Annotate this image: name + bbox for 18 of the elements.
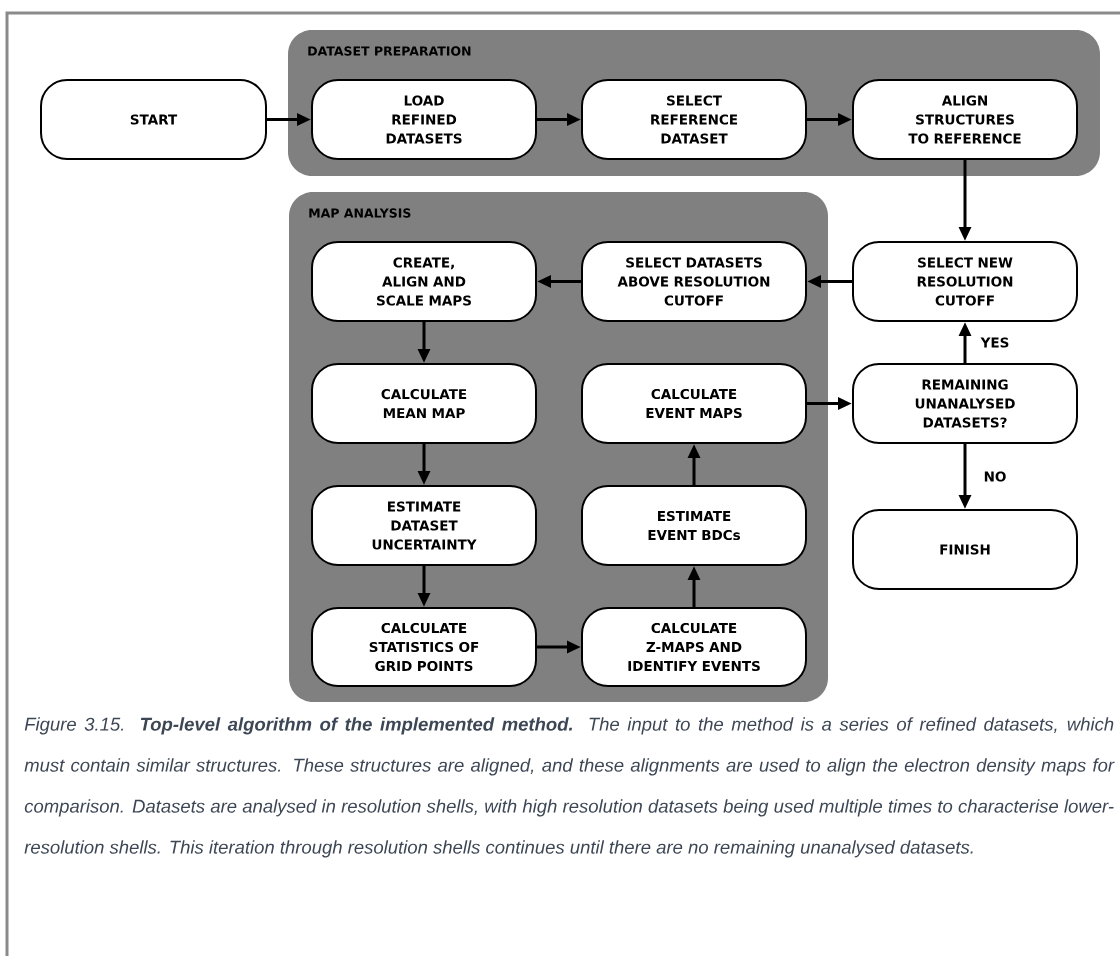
process-box: ESTIMATE EVENT BDCs (581, 485, 807, 566)
process-box: FINISH (852, 509, 1078, 590)
process-box: START (40, 79, 267, 160)
figure-caption: Figure 3.15. Top-level algorithm of the implemented method. The input to the method is a series of refined datasets, which must contain similar structures. These structures are aligned, and these alignments are used to align the electron density maps for comparison. Datasets are analysed in resolution shells, with high resolution datasets being used multiple times to characterise lower-resolution shells. This iteration through resolution shells continues until there are no remaining unanalysed datasets. (24, 717, 1115, 858)
process-box: LOAD REFINED DATASETS (311, 79, 537, 160)
process-box: CALCULATE EVENT MAPS (581, 363, 807, 444)
process-box: CALCULATE MEAN MAP (311, 363, 537, 444)
process-box: CALCULATE STATISTICS OF GRID POINTS (311, 607, 537, 687)
edge-label: NO (984, 471, 1006, 482)
process-box: SELECT DATASETS ABOVE RESOLUTION CUTOFF (581, 241, 807, 322)
edge-label: YES (980, 337, 1009, 348)
process-box: ESTIMATE DATASET UNCERTAINTY (311, 485, 537, 566)
process-box: REMAINING UNANALYSED DATASETS? (852, 363, 1078, 444)
process-box: SELECT REFERENCE DATASET (581, 79, 807, 160)
process-box: ALIGN STRUCTURES TO REFERENCE (852, 79, 1078, 160)
process-box: CALCULATE Z-MAPS AND IDENTIFY EVENTS (581, 607, 807, 687)
process-box: SELECT NEW RESOLUTION CUTOFF (852, 241, 1078, 322)
process-box: CREATE, ALIGN AND SCALE MAPS (311, 241, 537, 322)
